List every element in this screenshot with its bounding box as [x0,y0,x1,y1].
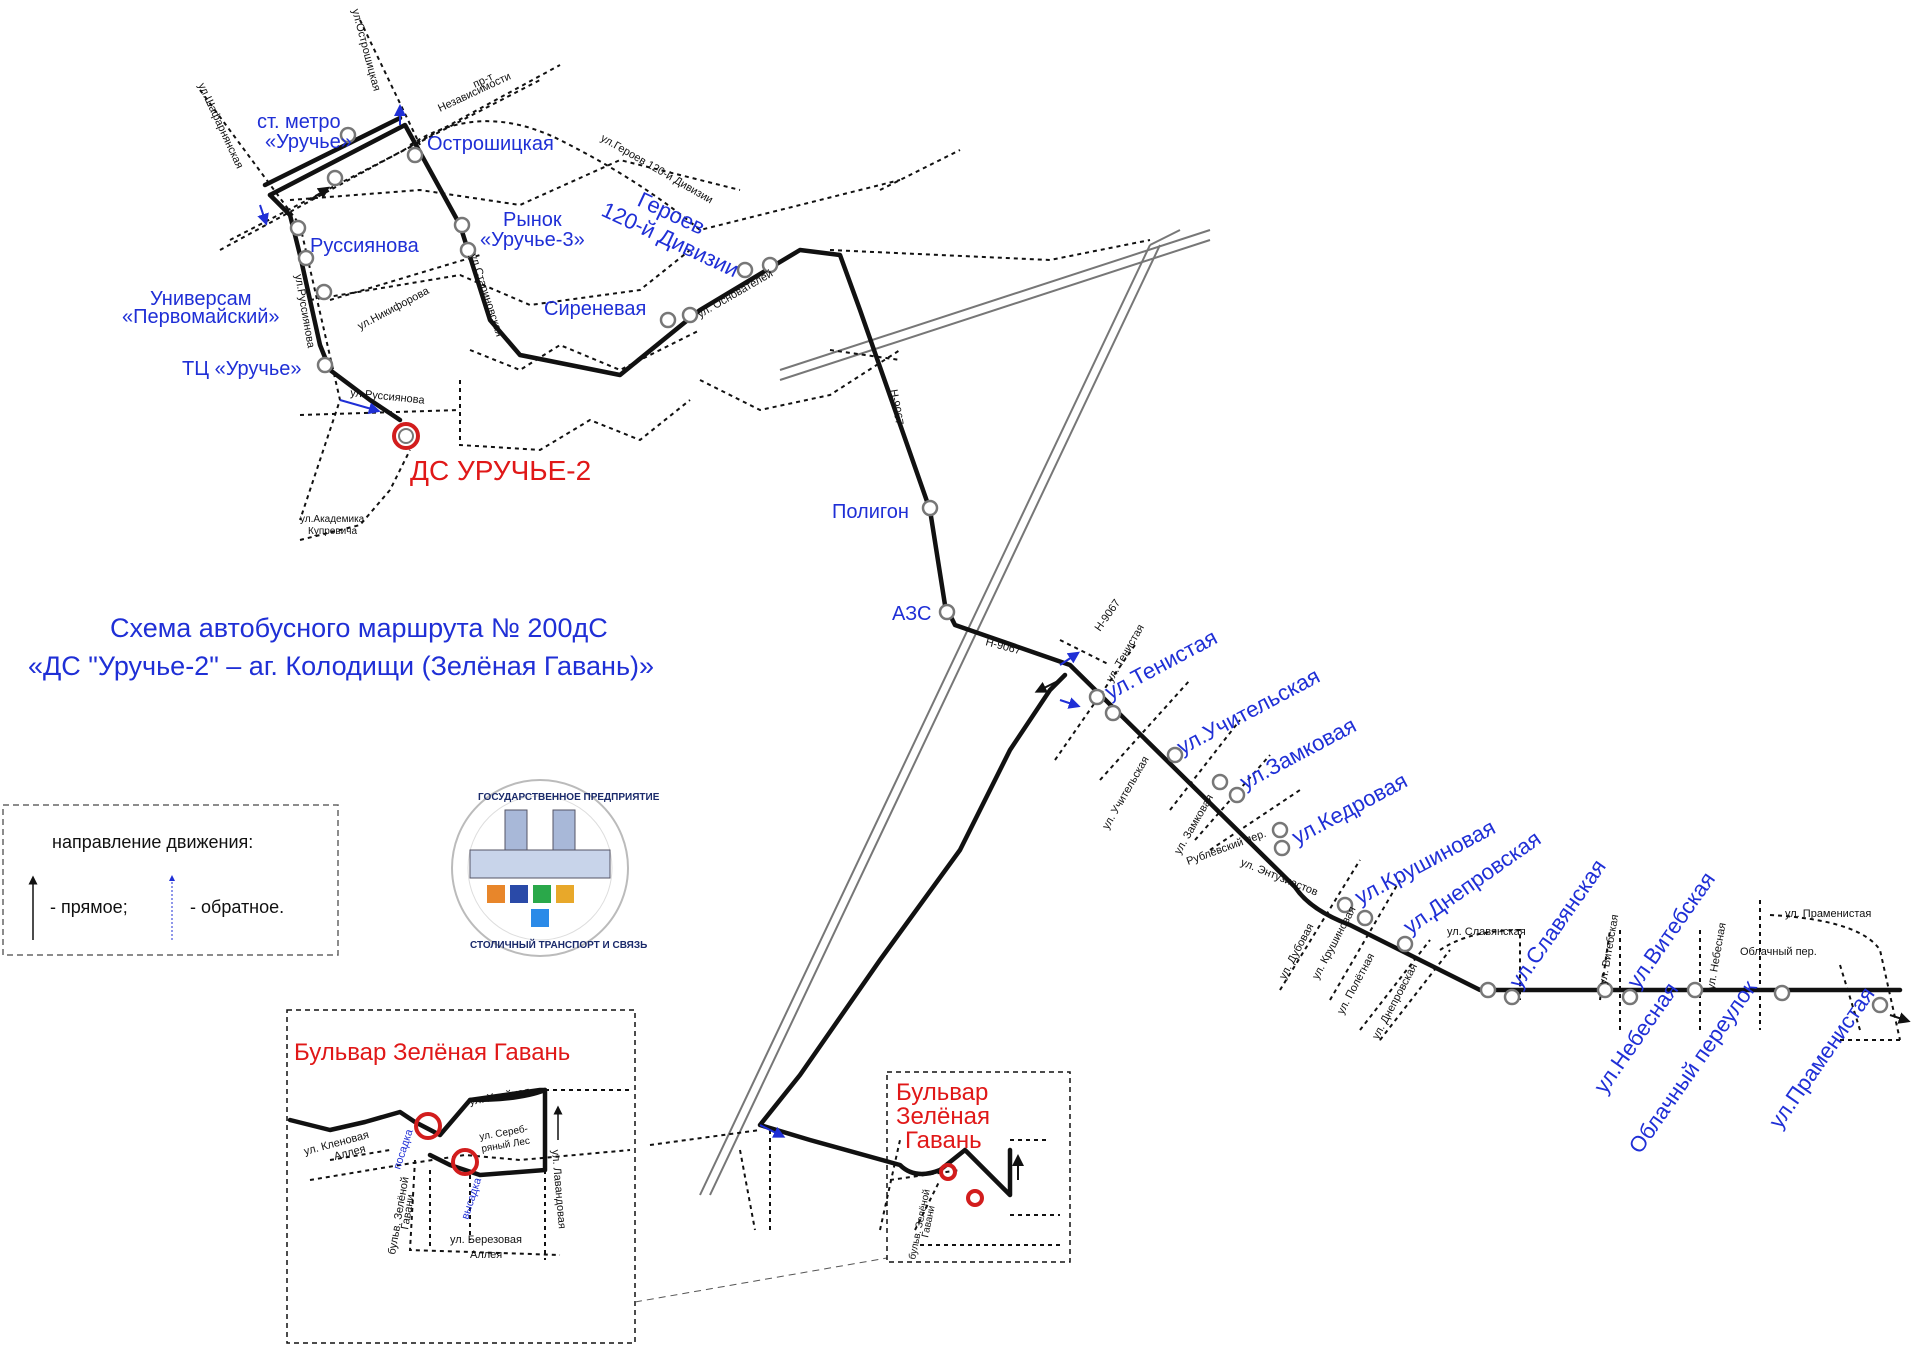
inset-small-line1: Бульвар [896,1079,988,1106]
street-oblachny: Облачный пер. [1740,946,1817,958]
stop-markers [289,126,1889,1014]
street-nikiforova: ул.Никифорова [356,285,432,333]
title-line2: «ДС "Уручье-2" – аг. Колодищи (Зелёная Г… [28,651,654,681]
legend: направление движения: - прямое; - обратн… [2,804,339,956]
legend-forward: - прямое; [50,897,128,917]
street-slavyanskaya: ул. Славянская [1447,926,1526,938]
logo-bottom: СТОЛИЧНЫЙ ТРАНСПОРТ И СВЯЗЬ [470,938,647,951]
stop-poligon: Полигон [832,501,909,523]
stop-universam-line1: Универсам [150,288,252,310]
street-vitebskaya: ул. Витебская [1597,913,1621,985]
logo-top: ГОСУДАРСТВЕННОЕ ПРЕДПРИЯТИЕ [478,792,660,803]
street-starinovskaya: ул.Стариновская [467,252,505,338]
street-h9067-c: Н-9067 [1093,597,1124,633]
stop-zamkovaya: ул.Замковая [1236,712,1361,794]
title-line1: Схема автобусного маршрута № 200дС [110,613,608,643]
street-nebesnaya: ул. Небесная [1705,922,1729,991]
stop-krushinovaya: ул.Крушиновая [1351,814,1500,909]
stop-kedrovaya: ул.Кедровая [1288,768,1412,850]
stop-sirenevaya: Сиреневая [544,298,646,320]
streets-network [199,19,1901,1246]
street-dneprovskaya: ул. Днепровская [1370,962,1420,1042]
stop-rynok-line2: «Уручье-3» [480,229,585,251]
street-polyotnaya: ул. Полётная [1335,951,1377,1016]
stop-universam-line2: «Первомайский» [122,306,280,328]
inset-large: Бульвар Зелёная Гавань ул. Хвойная ул. К… [286,1009,636,1344]
bus-route-line [262,115,1903,1198]
legend-title: направление движения: [52,832,253,852]
stop-ostroshitskaya: Острошицкая [427,133,554,155]
street-nezavisimosti-2: Независимости [436,70,513,114]
street-akademika-1: ул.Академика [300,514,365,525]
inset-small-line3: Гавань [905,1127,982,1154]
inset-large-title: Бульвар Зелёная Гавань [294,1039,570,1066]
inset-connector [634,1257,888,1303]
street-pramenistaya: ул. Праменистая [1785,908,1871,920]
street-h9067-a: Н-9067 [887,388,905,426]
street-russiyanova-h: ул.Руссиянова [350,387,426,407]
street-dubovaya: ул. Дубовая [1277,922,1316,982]
stop-metro-line1: ст. метро [257,111,341,133]
direction-arrows [257,104,1911,1180]
inset-berezovaya-1: ул. Березовая [450,1234,522,1246]
terminal-uruchye-2: ДС УРУЧЬЕ-2 [392,422,591,486]
stop-tc: ТЦ «Уручье» [182,358,301,380]
inset-small-line2: Зелёная [896,1103,990,1130]
stop-slavyanskaya: ул.Славянская [1504,855,1611,993]
map-title: Схема автобусного маршрута № 200дС «ДС "… [28,613,654,681]
railways [699,229,1211,1196]
stop-vitebskaya: ул.Витебская [1622,867,1720,993]
street-ostroshitskaya: ул.Острошицкая [349,8,382,93]
terminal-label: ДС УРУЧЬЕ-2 [410,455,591,486]
stop-pramenistaya: ул.Праменистая [1764,982,1880,1133]
inset-berezovaya-2: Аллея [470,1249,502,1261]
stop-azs: АЗС [892,603,931,625]
stop-rynok-line1: Рынок [503,209,562,231]
street-entuziastov: ул. Энтузиастов [1239,857,1320,899]
street-shafarnyanskaya: ул.Шафарнянская [195,81,245,170]
inset-small: Бульвар Зелёная Гавань бульв. Зелёной Га… [886,1071,1071,1263]
street-uchitelskaya: ул. Учительская [1100,754,1151,831]
stop-russiyanova: Руссиянова [310,235,420,257]
street-akademika-2: Купревича [308,526,357,537]
company-logo: ГОСУДАРСТВЕННОЕ ПРЕДПРИЯТИЕ СТОЛИЧНЫЙ ТР… [451,779,660,957]
legend-reverse: - обратное. [190,897,284,917]
street-labels: ул.Шафарнянская ул.Острошицкая пр-т Неза… [195,8,1871,1042]
stop-metro-line2: «Уручье» [265,131,352,153]
